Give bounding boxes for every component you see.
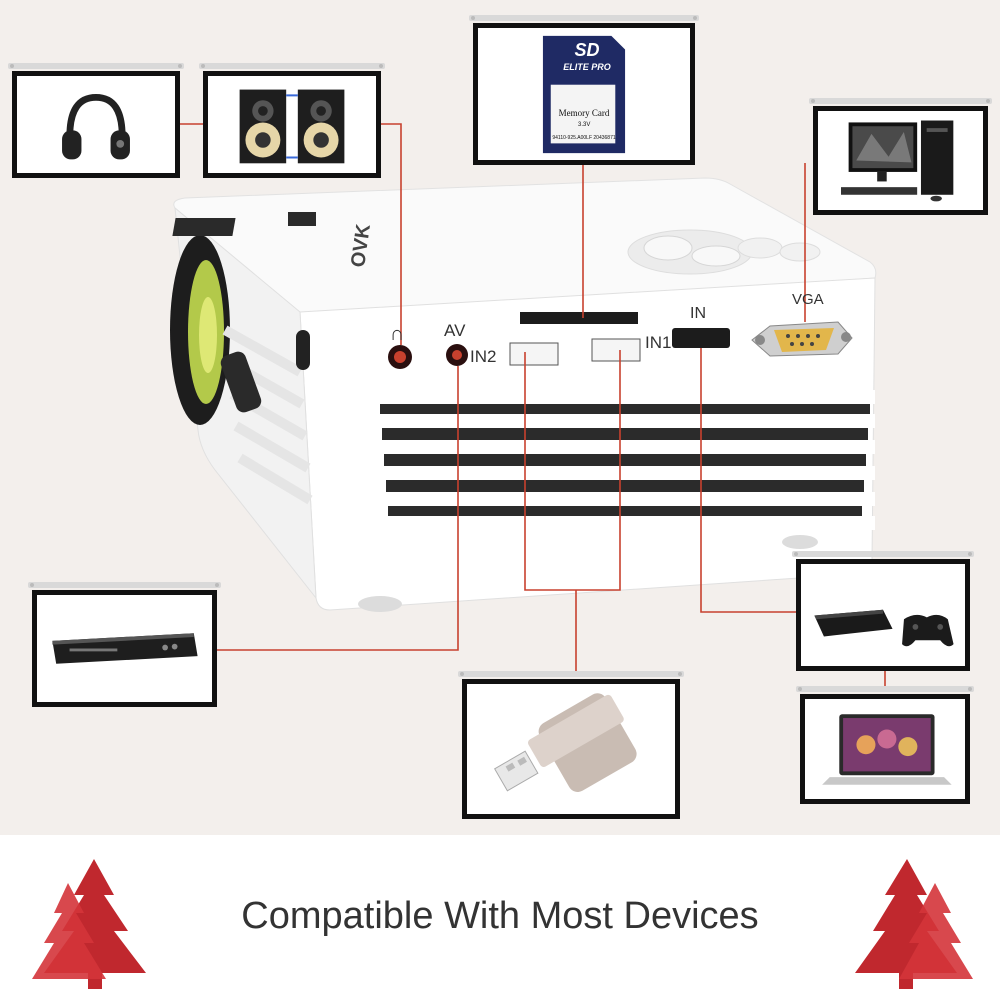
christmas-tree-right-icon	[855, 859, 973, 989]
desktop-pc-screen	[809, 98, 992, 215]
headphones-screen	[8, 63, 184, 178]
christmas-tree-left-icon	[32, 859, 146, 989]
laptop-screen	[796, 686, 974, 804]
sd-logo: SD	[574, 40, 600, 60]
headphones-icon	[62, 93, 130, 160]
dvd-player-icon	[52, 633, 198, 664]
sd-card-screen: SD ELITE PRO Memory Card 3.3V 94110-925.…	[469, 15, 699, 165]
game-console-screen	[792, 551, 974, 671]
sd-voltage: 3.3V	[578, 122, 591, 128]
sd-series: ELITE PRO	[563, 62, 611, 72]
sd-label: Memory Card	[558, 108, 610, 118]
headline: Compatible With Most Devices	[241, 895, 759, 937]
game-console-icon	[814, 609, 954, 647]
sd-serial: 94110-925.A00LF 20436871	[552, 135, 616, 141]
sd-card-icon	[542, 35, 626, 154]
usb-drive-screen	[458, 671, 684, 819]
dvd-player-screen	[28, 582, 221, 707]
speakers-icon	[239, 89, 345, 164]
bottom-band	[0, 835, 1000, 1000]
usb-flash-drive-icon	[494, 693, 637, 792]
speakers-screen	[199, 63, 385, 178]
laptop-icon	[822, 714, 952, 785]
desktop-pc-icon	[841, 120, 954, 202]
